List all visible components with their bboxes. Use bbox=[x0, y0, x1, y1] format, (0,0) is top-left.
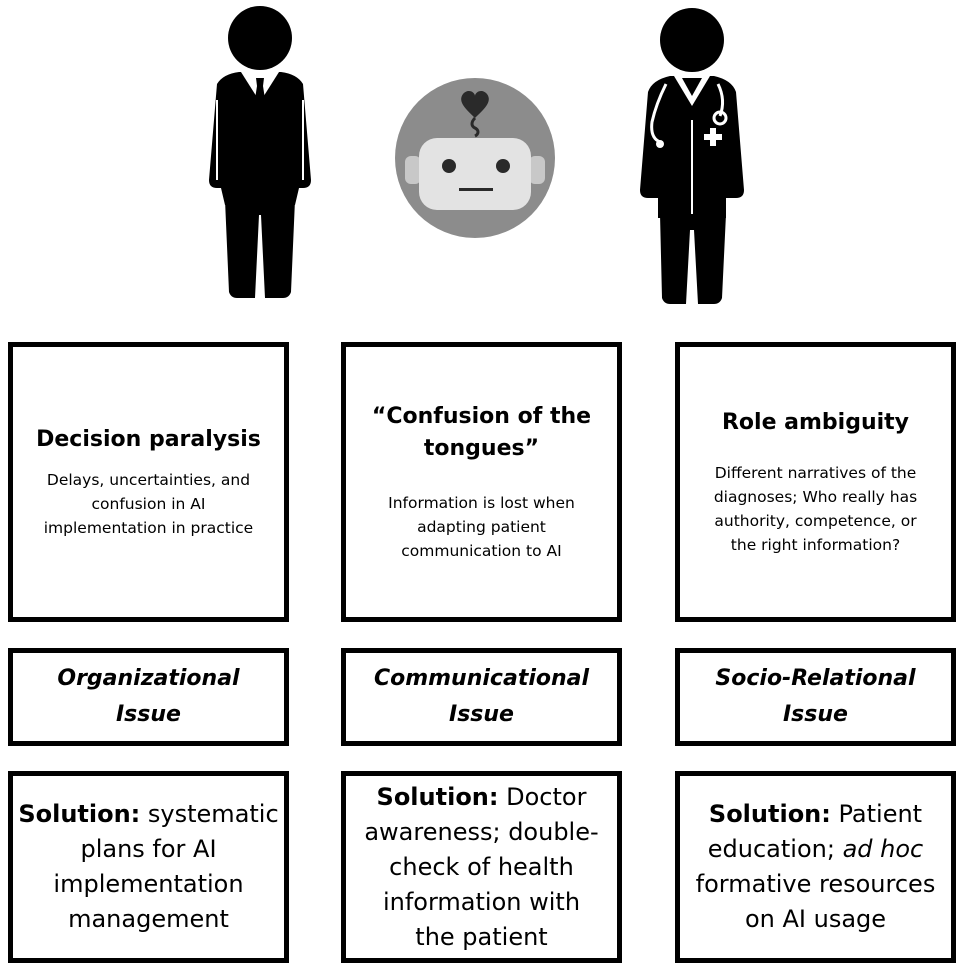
problem-title: “Confusion of the tongues” bbox=[371, 404, 592, 461]
doctor-icon bbox=[640, 8, 744, 304]
problem-title: Role ambiguity bbox=[721, 410, 910, 435]
robot-icon bbox=[395, 78, 555, 238]
solution-label: Solution: bbox=[18, 800, 141, 828]
solution-text: Solution: systematic plans for AI implem… bbox=[18, 800, 279, 933]
businessman-icon bbox=[209, 6, 311, 298]
issue-box-communicational: Communicational Issue bbox=[341, 648, 622, 746]
solution-label: Solution: bbox=[376, 782, 499, 811]
solution-label: Solution: bbox=[708, 800, 831, 828]
issue-label: Communicational Issue bbox=[373, 666, 590, 727]
problem-description: Delays, uncertainties, and confusion in … bbox=[43, 471, 254, 537]
solution-box-socio-relational: Solution: Patient education; ad hoc form… bbox=[675, 771, 956, 963]
problem-description: Information is lost when adapting patien… bbox=[388, 494, 575, 560]
problem-box-confusion-of-tongues: “Confusion of the tongues” Information i… bbox=[341, 342, 622, 622]
heart-icon bbox=[461, 90, 489, 118]
issue-label: Organizational Issue bbox=[57, 666, 240, 727]
issue-box-organizational: Organizational Issue bbox=[8, 648, 289, 746]
solution-box-organizational: Solution: systematic plans for AI implem… bbox=[8, 771, 289, 963]
solution-text: Solution: Doctor awareness; double- chec… bbox=[364, 782, 599, 951]
solution-box-communicational: Solution: Doctor awareness; double- chec… bbox=[341, 771, 622, 963]
problem-title: Decision paralysis bbox=[36, 427, 261, 452]
problem-description: Different narratives of the diagnoses; W… bbox=[713, 464, 918, 554]
problem-box-role-ambiguity: Role ambiguity Different narratives of t… bbox=[675, 342, 956, 622]
problem-box-decision-paralysis: Decision paralysis Delays, uncertainties… bbox=[8, 342, 289, 622]
issue-box-socio-relational: Socio-Relational Issue bbox=[675, 648, 956, 746]
issue-label: Socio-Relational Issue bbox=[715, 666, 916, 727]
solution-text: Solution: Patient education; ad hoc form… bbox=[695, 800, 936, 933]
